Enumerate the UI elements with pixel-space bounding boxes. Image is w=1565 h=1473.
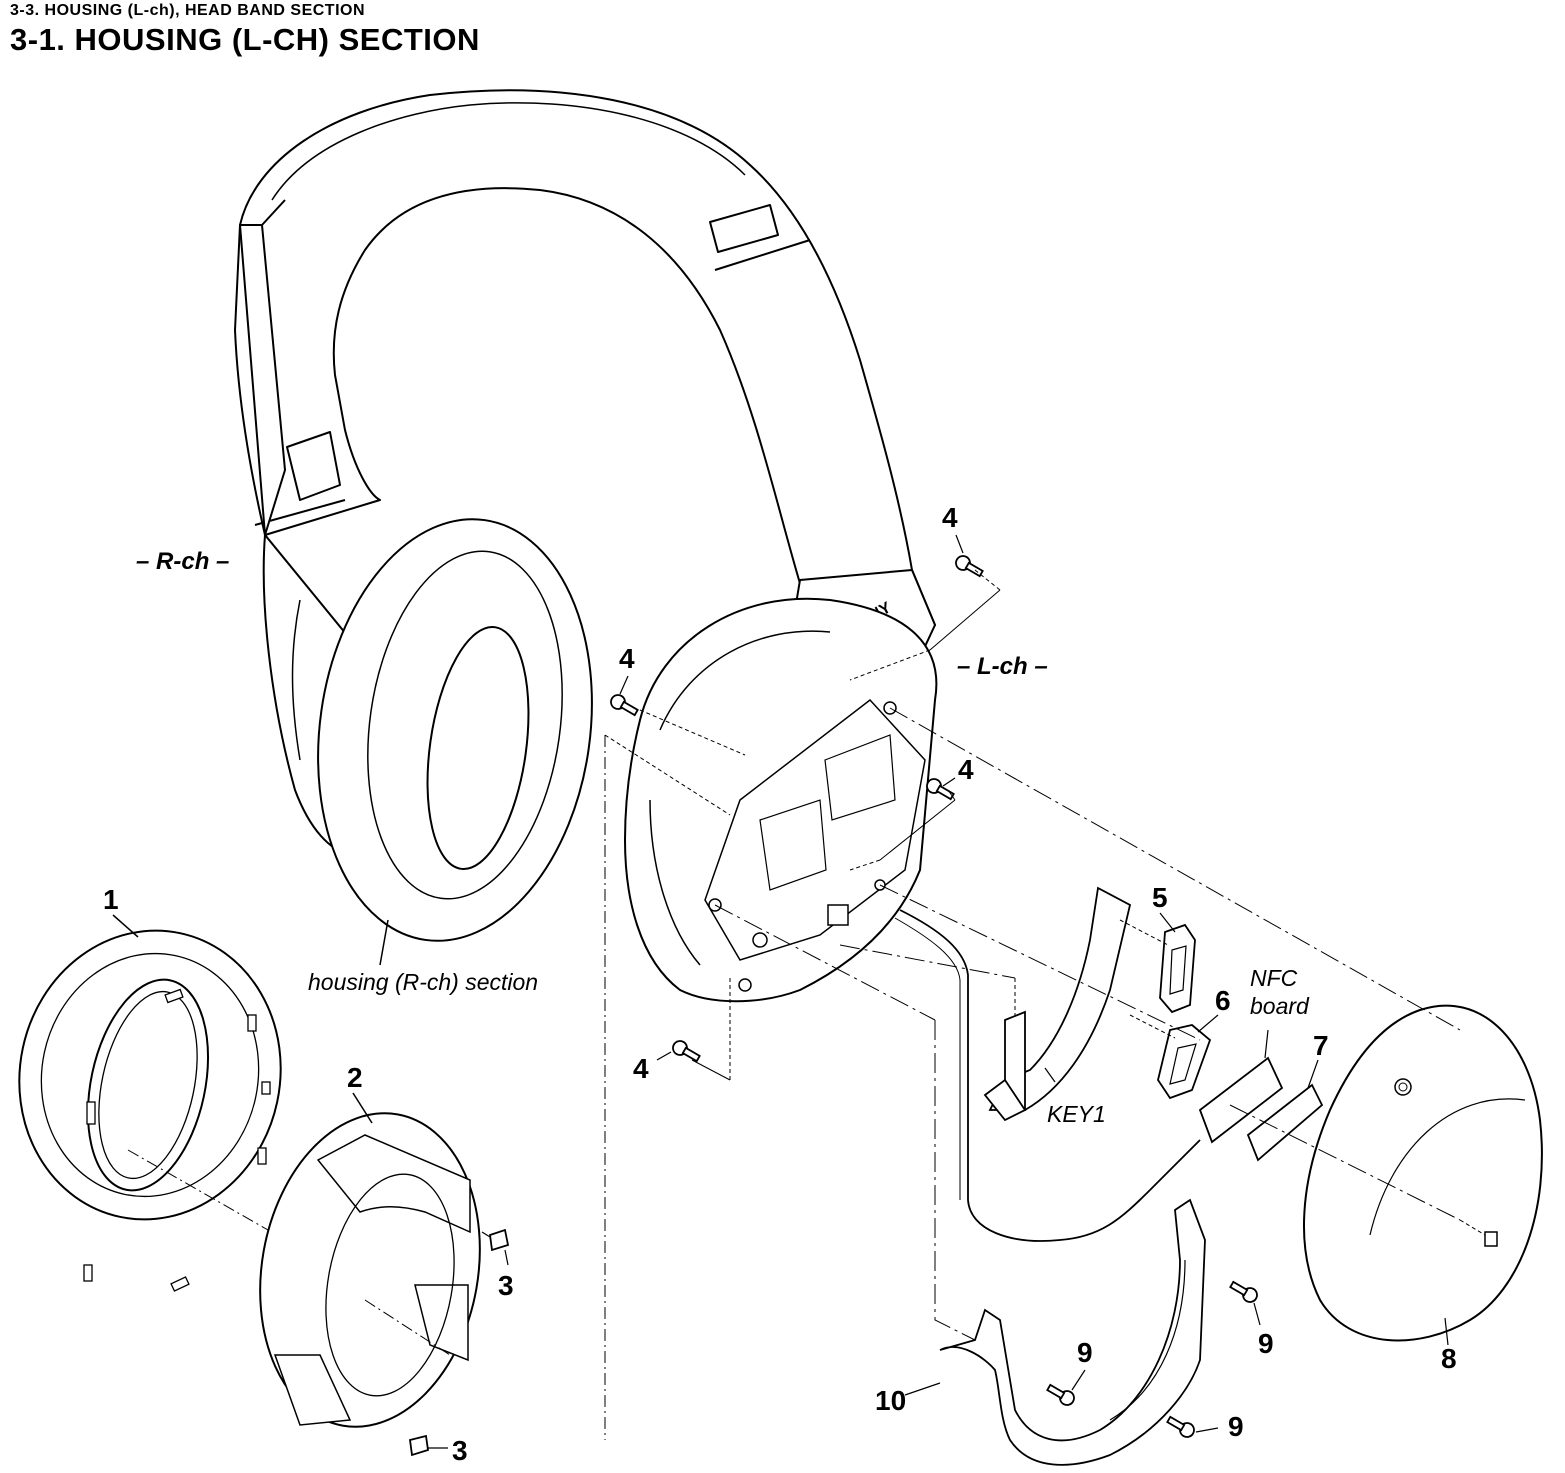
nfc-board-label-line1: NFC bbox=[1250, 965, 1298, 991]
l-ch-label: – L-ch – bbox=[957, 653, 1048, 680]
callout-4c: 4 bbox=[958, 754, 974, 785]
part-10-bracket bbox=[939, 1198, 1206, 1466]
part-3-pads bbox=[409, 1228, 510, 1457]
callout-2: 2 bbox=[347, 1062, 363, 1093]
part-6-button bbox=[1157, 1024, 1212, 1100]
callout-9a: 9 bbox=[1077, 1337, 1093, 1368]
part-7-sheet bbox=[1246, 1083, 1324, 1162]
callout-9b: 9 bbox=[1258, 1328, 1274, 1359]
callout-1: 1 bbox=[103, 884, 119, 915]
part-9-screws bbox=[1046, 1280, 1258, 1438]
housing-r-ch bbox=[262, 518, 593, 942]
part-1-earpad bbox=[18, 929, 282, 1292]
callout-4a: 4 bbox=[942, 502, 958, 533]
callout-8: 8 bbox=[1441, 1343, 1457, 1374]
part-8-cover bbox=[1303, 1004, 1543, 1342]
part-4-screws bbox=[610, 555, 984, 1063]
key1-bracket bbox=[983, 886, 1132, 1122]
callout-9c: 9 bbox=[1228, 1411, 1244, 1442]
callout-10: 10 bbox=[875, 1385, 906, 1416]
nfc-board-label-line2: board bbox=[1250, 993, 1310, 1019]
callout-4d: 4 bbox=[633, 1053, 649, 1084]
flex-cable bbox=[894, 909, 1201, 1242]
callout-7: 7 bbox=[1313, 1030, 1329, 1061]
callout-3b: 3 bbox=[452, 1435, 468, 1466]
section-label: 3-3. HOUSING (L-ch), HEAD BAND SECTION bbox=[10, 2, 366, 19]
part-5-button bbox=[1159, 923, 1196, 1014]
callout-4b: 4 bbox=[619, 643, 635, 674]
nfc-board bbox=[1198, 1056, 1284, 1144]
r-ch-label: – R-ch – bbox=[136, 548, 229, 575]
assembly-guide-lines bbox=[127, 569, 1486, 1440]
page-title: 3-1. HOUSING (L-CH) SECTION bbox=[10, 22, 480, 57]
callout-5: 5 bbox=[1152, 882, 1168, 913]
callout-6: 6 bbox=[1215, 985, 1231, 1016]
key1-label: KEY1 bbox=[1047, 1101, 1106, 1127]
housing-r-ch-section-label: housing (R-ch) section bbox=[308, 969, 538, 995]
callout-3a: 3 bbox=[498, 1270, 514, 1301]
part-2-baffle bbox=[259, 1112, 481, 1428]
housing-l-ch bbox=[623, 597, 938, 1003]
